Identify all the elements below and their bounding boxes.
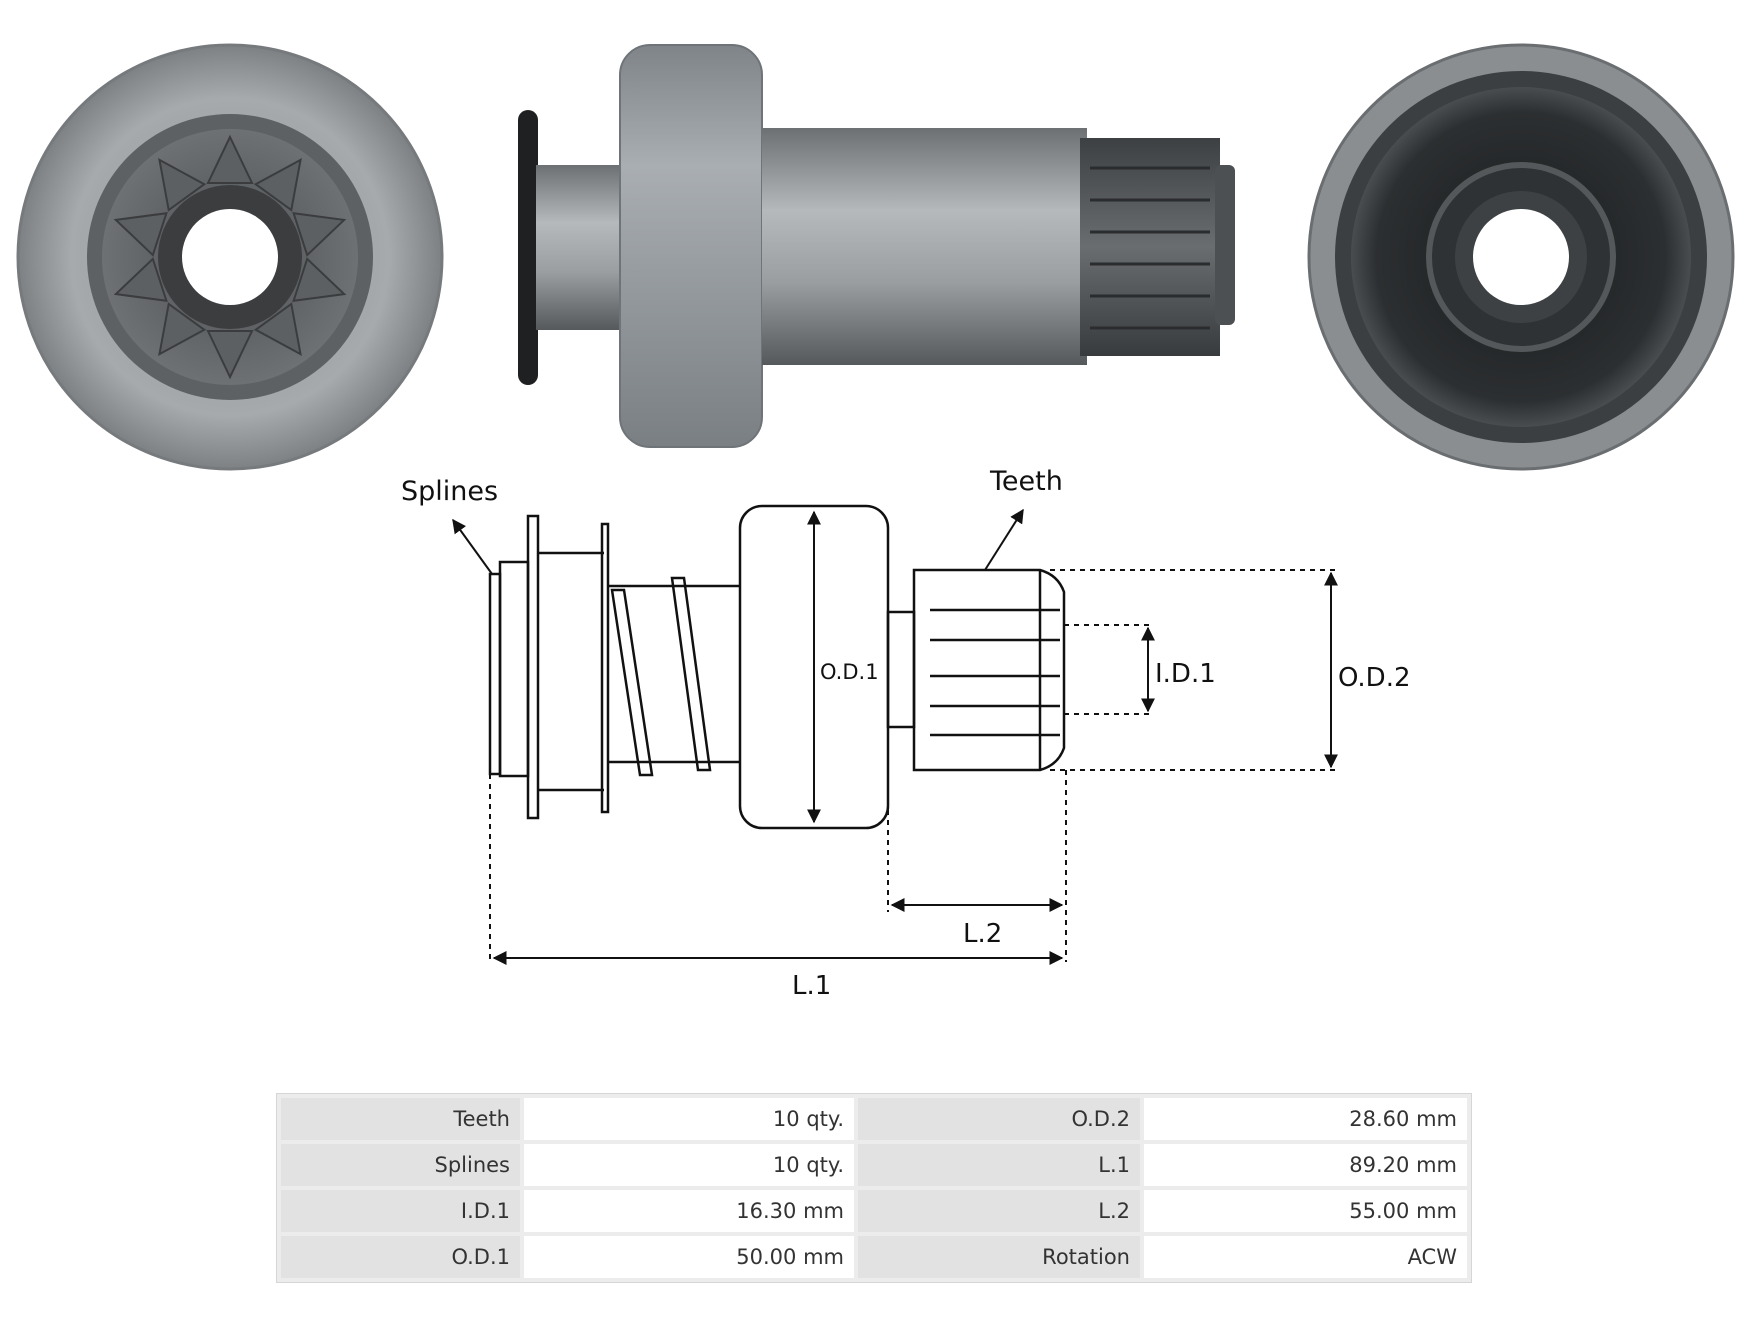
l2-label: L.2 xyxy=(963,919,1002,949)
table-row: O.D.1 50.00 mm Rotation ACW xyxy=(281,1236,1467,1278)
spec-label: L.1 xyxy=(858,1144,1140,1186)
spec-value: 16.30 mm xyxy=(524,1190,854,1232)
teeth-callout: Teeth xyxy=(989,466,1063,497)
spec-value: 50.00 mm xyxy=(524,1236,854,1278)
side-view-photo xyxy=(518,44,1235,448)
technical-drawing xyxy=(488,504,1066,830)
splines-callout: Splines xyxy=(401,476,498,507)
spec-label: O.D.1 xyxy=(281,1236,520,1278)
specifications-table: Teeth 10 qty. O.D.2 28.60 mm Splines 10 … xyxy=(276,1093,1472,1283)
teeth-leader xyxy=(984,508,1024,571)
spec-value: 55.00 mm xyxy=(1144,1190,1467,1232)
od2-extension-lines xyxy=(1050,569,1335,771)
l1-label: L.1 xyxy=(792,971,831,1001)
spec-label: I.D.1 xyxy=(281,1190,520,1232)
spec-value: 10 qty. xyxy=(524,1098,854,1140)
table-row: Splines 10 qty. L.1 89.20 mm xyxy=(281,1144,1467,1186)
table-row: I.D.1 16.30 mm L.2 55.00 mm xyxy=(281,1190,1467,1232)
table-row: Teeth 10 qty. O.D.2 28.60 mm xyxy=(281,1098,1467,1140)
pinion-teeth-front xyxy=(102,129,358,385)
spec-label: Splines xyxy=(281,1144,520,1186)
spec-value: 28.60 mm xyxy=(1144,1098,1467,1140)
od2-label: O.D.2 xyxy=(1338,663,1411,693)
spec-label: Teeth xyxy=(281,1098,520,1140)
id1-extension-lines xyxy=(1064,624,1150,715)
od1-label: O.D.1 xyxy=(820,660,879,684)
front-view-photo xyxy=(16,43,444,471)
spec-value: 89.20 mm xyxy=(1144,1144,1467,1186)
spec-value: ACW xyxy=(1144,1236,1467,1278)
spec-value: 10 qty. xyxy=(524,1144,854,1186)
rear-view-photo xyxy=(1307,43,1735,471)
splines-leader xyxy=(452,518,493,575)
spec-label: O.D.2 xyxy=(858,1098,1140,1140)
spec-label: Rotation xyxy=(858,1236,1140,1278)
spec-label: L.2 xyxy=(858,1190,1140,1232)
length-extension-lines xyxy=(489,770,1067,962)
id1-label: I.D.1 xyxy=(1155,659,1216,689)
